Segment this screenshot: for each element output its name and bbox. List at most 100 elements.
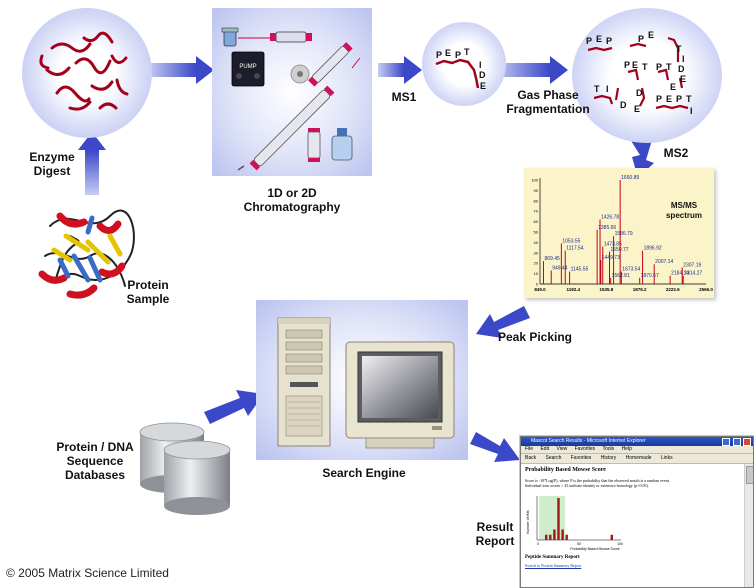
menu-file[interactable]: File	[525, 446, 534, 452]
svg-text:E: E	[445, 48, 451, 58]
spectrum-axes	[539, 178, 706, 285]
spectrum-peak-label: 869.45	[544, 256, 560, 262]
computer-icon	[277, 317, 455, 449]
browser-scrollbar[interactable]	[744, 464, 753, 587]
databases-label: Protein / DNA Sequence Databases	[48, 440, 142, 482]
databases-line2: Sequence	[66, 454, 124, 468]
spectrum-ytick: 20	[534, 261, 539, 266]
switch-summary-link[interactable]: Switch to Protein Summary Report	[525, 563, 582, 568]
back-button[interactable]: Back	[525, 455, 537, 461]
svg-text:P: P	[586, 36, 592, 46]
menu-favorites[interactable]: Favorites	[574, 446, 596, 452]
svg-text:D: D	[636, 88, 643, 98]
spectrum-peak-label: 1586.79	[615, 231, 633, 237]
svg-text:E: E	[632, 60, 638, 70]
svg-text:E: E	[634, 104, 640, 114]
report-body-line2: Individual ions scores > 43 indicate ide…	[525, 483, 649, 488]
spectrum-peak-label: 1660.89	[621, 175, 639, 181]
homemade-link[interactable]: Homemade	[625, 455, 652, 461]
spectrum-peak-label: 949.44	[552, 265, 568, 271]
search-button[interactable]: Search	[545, 455, 562, 461]
spectrum-peak-label: 1673.54	[622, 267, 640, 273]
svg-text:T: T	[594, 84, 600, 94]
databases-line1: Protein / DNA	[56, 440, 134, 454]
histogram-bar	[545, 534, 548, 540]
msms-spectrum-chart: 1660.891426.781385.661586.791053.551117.…	[531, 175, 713, 292]
links-button[interactable]: Links	[660, 455, 673, 461]
favorites-button[interactable]: Favorites	[570, 455, 592, 461]
spectrum-ytick: 90	[534, 188, 539, 193]
spectrum-xtick: 1879.2	[633, 287, 647, 292]
enzyme-digest-label: Enzyme Digest	[22, 150, 82, 178]
histogram-xtick-50: 50	[577, 542, 581, 546]
gas-phase-line2: Fragmentation	[506, 102, 590, 116]
browser-titlebar: Mascot Search Results - Microsoft Intern…	[521, 437, 753, 446]
protein-sample-line2: Sample	[126, 292, 170, 306]
result-report-browser-window: Mascot Search Results - Microsoft Intern…	[520, 436, 754, 588]
arrow-peak-picking	[476, 306, 530, 338]
result-report-line1: Result	[476, 520, 514, 534]
svg-text:I: I	[479, 60, 482, 70]
menu-help[interactable]: Help	[621, 446, 632, 452]
histogram-bar	[565, 534, 568, 540]
minimize-button[interactable]	[722, 438, 731, 446]
svg-text:T: T	[686, 94, 692, 104]
spectrum-peak-label: 2307.19	[683, 262, 701, 268]
spectrum-xtick: 1192.4	[566, 287, 580, 292]
spectrum-xtick: 849.0	[534, 287, 546, 292]
spectrum-ytick: 80	[534, 198, 539, 203]
result-report-label: Result Report	[468, 520, 522, 548]
databases-line3: Databases	[64, 468, 126, 482]
svg-text:I: I	[690, 106, 693, 116]
spectrum-ytick: 10	[534, 271, 539, 276]
arrow-ms1-to-fragment	[494, 56, 568, 84]
close-button[interactable]	[743, 438, 751, 446]
digest-glow	[22, 8, 152, 138]
database-cylinder-front	[163, 440, 231, 515]
spectrum-peak-label: 1426.78	[601, 215, 619, 221]
svg-text:T: T	[666, 62, 672, 72]
fragmentation-glow	[572, 8, 722, 143]
score-histogram: Number of Hits 0 50 100 Probability Base…	[526, 496, 623, 551]
pump-label: PUMP	[239, 64, 256, 70]
significance-region	[539, 496, 565, 540]
chromatography-label: 1D or 2D Chromatography	[232, 186, 352, 214]
svg-text:T: T	[642, 62, 648, 72]
spectrum-peak-label: 1449.73	[602, 255, 620, 261]
svg-text:P: P	[656, 62, 662, 72]
histogram-bar	[610, 534, 613, 540]
svg-text:D: D	[479, 70, 486, 80]
chromatography-line2: Chromatography	[243, 200, 341, 214]
history-button[interactable]: History	[600, 455, 617, 461]
spectrum-xtick: 1535.8	[600, 287, 614, 292]
enzyme-digest-line1: Enzyme	[29, 150, 75, 164]
arrow-db-to-engine	[204, 390, 264, 424]
spectrum-ytick: 30	[534, 250, 539, 255]
spectrum-peak-label: 2184.14	[671, 271, 689, 277]
menu-tools[interactable]: Tools	[602, 446, 615, 452]
svg-text:E: E	[648, 30, 654, 40]
report-body-line1: Score is -10*Log(P), where P is the prob…	[525, 478, 670, 483]
menu-edit[interactable]: Edit	[540, 446, 550, 452]
histogram-bar	[557, 498, 560, 540]
peptide-fragments-icon	[39, 31, 129, 111]
spectrum-xtick: 2222.6	[666, 287, 680, 292]
browser-page-content: Probability Based Mowse Score Score is -…	[521, 464, 745, 587]
result-report-line2: Report	[475, 534, 515, 548]
chromatography-line1: 1D or 2D	[267, 186, 317, 200]
copyright-text: © 2005 Matrix Science Limited	[6, 566, 169, 580]
menu-view[interactable]: View	[556, 446, 568, 452]
scrollbar-thumb[interactable]	[746, 466, 753, 484]
report-heading: Probability Based Mowse Score	[525, 467, 606, 473]
window-controls	[721, 438, 751, 446]
svg-text:T: T	[676, 44, 682, 54]
maximize-button[interactable]	[732, 438, 741, 446]
histogram-ylabel: Number of Hits	[526, 510, 530, 534]
svg-text:E: E	[670, 82, 676, 92]
arrow-sample-to-digest	[78, 132, 106, 195]
svg-text:P: P	[606, 36, 612, 46]
spectrum-peak-label: 1473.85	[604, 242, 622, 248]
spectrum-ytick: 0	[536, 282, 539, 287]
